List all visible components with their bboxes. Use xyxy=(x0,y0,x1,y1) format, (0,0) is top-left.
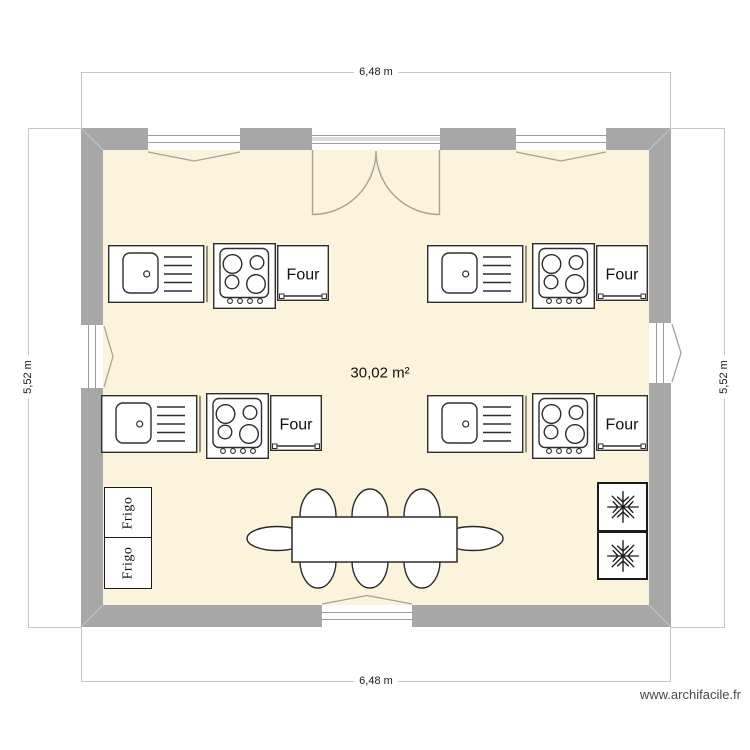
window-glazing-line xyxy=(662,323,664,383)
door-threshold-band xyxy=(312,136,440,141)
witness-line xyxy=(671,128,724,129)
freezer-1[interactable] xyxy=(597,482,648,532)
door-opening[interactable] xyxy=(312,128,440,150)
witness-line xyxy=(81,72,82,128)
dining-table[interactable] xyxy=(291,516,458,563)
witness-line xyxy=(670,72,671,128)
dimension-label-bottom: 6,48 m xyxy=(354,675,398,687)
witness-line xyxy=(81,627,82,681)
window-top-right[interactable] xyxy=(516,128,606,150)
window-glazing-line xyxy=(322,611,412,613)
wall-corner-miter xyxy=(80,127,672,628)
fridge-label: Frigo xyxy=(120,496,135,529)
watermark: www.archifacile.fr xyxy=(639,687,741,702)
witness-line xyxy=(28,627,81,628)
window-glazing-line xyxy=(516,134,606,136)
kitchen-set-bottom-left[interactable] xyxy=(101,393,322,459)
snowflake-icon xyxy=(605,489,641,525)
dining-table-group[interactable] xyxy=(245,485,510,595)
witness-line xyxy=(670,627,671,681)
window-glazing-line xyxy=(322,618,412,620)
kitchen-set-top-right[interactable] xyxy=(427,243,648,309)
window-sash-mark xyxy=(103,151,682,605)
dimension-label-top: 6,48 m xyxy=(354,66,398,78)
window-bottom[interactable] xyxy=(322,605,412,627)
room-area-label: 30,02 m² xyxy=(350,364,410,382)
snowflake-icon xyxy=(605,538,641,574)
window-right[interactable] xyxy=(649,323,671,383)
window-glazing-line xyxy=(148,134,240,136)
window-left[interactable] xyxy=(81,325,103,388)
fridge-label: Frigo xyxy=(120,546,135,580)
kitchen-set-top-left[interactable] xyxy=(108,243,329,309)
door-threshold-line xyxy=(312,142,440,144)
witness-line xyxy=(671,627,724,628)
double-door-swing[interactable] xyxy=(311,150,441,216)
window-glazing-line xyxy=(655,323,657,383)
freezer-2[interactable] xyxy=(597,531,648,580)
kitchen-set-bottom-right[interactable] xyxy=(427,393,648,459)
window-top-left[interactable] xyxy=(148,128,240,150)
door-threshold-line xyxy=(312,134,440,136)
window-glazing-line xyxy=(148,141,240,143)
fridge-2[interactable]: Frigo xyxy=(104,537,152,589)
fridge-1[interactable]: Frigo xyxy=(104,487,152,538)
window-glazing-line xyxy=(94,325,96,388)
window-glazing-line xyxy=(87,325,89,388)
window-glazing-line xyxy=(516,141,606,143)
witness-line xyxy=(28,128,81,129)
